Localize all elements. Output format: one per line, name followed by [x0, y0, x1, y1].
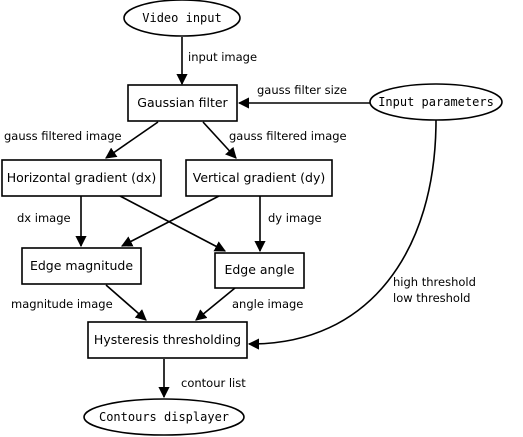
node-gaussian-filter-label: Gaussian filter — [137, 95, 228, 110]
node-horizontal-gradient: Horizontal gradient (dx) — [1, 159, 162, 197]
label-magnitude-image: magnitude image — [11, 297, 113, 311]
node-video-input: Video input — [123, 0, 241, 37]
node-horizontal-gradient-label: Horizontal gradient (dx) — [7, 170, 157, 185]
node-edge-magnitude-label: Edge magnitude — [30, 258, 133, 273]
edge-params-to-hysteresis — [247, 119, 437, 350]
node-contours-displayer-label: Contours displayer — [99, 410, 229, 424]
label-high-threshold: high threshold — [393, 275, 476, 289]
node-input-parameters-label: Input parameters — [378, 95, 494, 109]
label-gauss-filtered-image-right: gauss filtered image — [229, 129, 347, 143]
edge-horizontal-to-angle — [119, 195, 226, 252]
edge-vertical-to-magnitude — [121, 195, 220, 247]
node-vertical-gradient-label: Vertical gradient (dy) — [193, 170, 325, 185]
label-gauss-filtered-image-left: gauss filtered image — [4, 129, 122, 143]
edge-gaussian-to-horizontal — [105, 121, 159, 159]
edge-angle-to-hysteresis — [195, 287, 236, 321]
node-contours-displayer: Contours displayer — [83, 398, 245, 436]
label-dy-image: dy image — [268, 211, 322, 225]
label-low-threshold: low threshold — [393, 291, 470, 305]
node-vertical-gradient: Vertical gradient (dy) — [185, 159, 333, 197]
label-gauss-filter-size: gauss filter size — [257, 83, 347, 97]
node-hysteresis-thresholding-label: Hysteresis thresholding — [94, 332, 241, 347]
label-input-image: input image — [188, 50, 257, 64]
node-edge-magnitude: Edge magnitude — [21, 247, 142, 285]
node-gaussian-filter: Gaussian filter — [127, 84, 238, 122]
node-edge-angle-label: Edge angle — [224, 262, 294, 277]
edge-gaussian-to-vertical — [202, 121, 237, 159]
node-edge-angle: Edge angle — [214, 252, 305, 289]
label-contour-list: contour list — [181, 376, 246, 390]
node-input-parameters: Input parameters — [369, 83, 503, 121]
node-video-input-label: Video input — [142, 11, 221, 25]
label-angle-image: angle image — [232, 297, 303, 311]
node-hysteresis-thresholding: Hysteresis thresholding — [87, 321, 248, 359]
edge-magnitude-to-hysteresis — [105, 284, 147, 321]
label-dx-image: dx image — [17, 211, 71, 225]
